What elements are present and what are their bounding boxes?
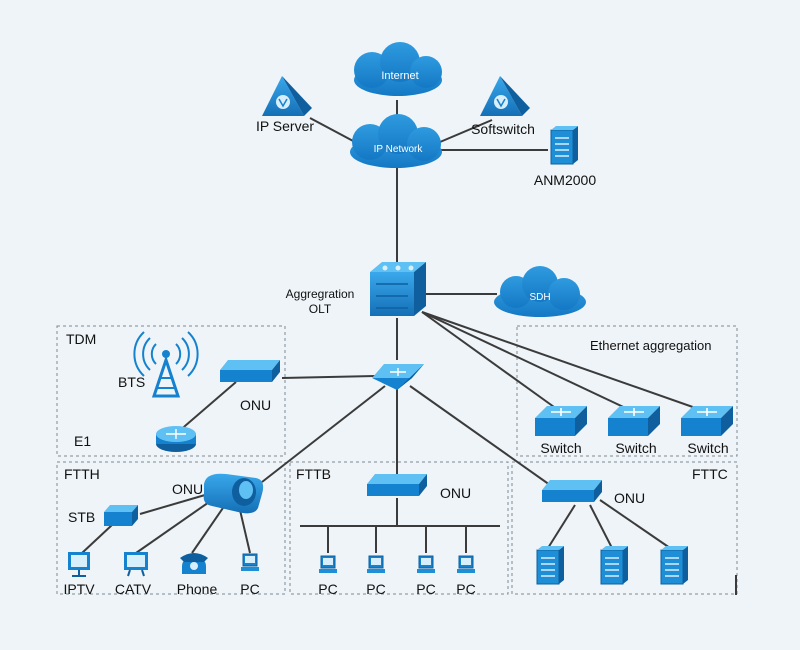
stb-icon bbox=[104, 505, 138, 526]
tdm-title: TDM bbox=[66, 331, 96, 347]
iptv-label: IPTV bbox=[63, 581, 95, 597]
tdm-onu-label: ONU bbox=[240, 397, 271, 413]
switch-icon bbox=[534, 405, 588, 437]
ethernet-region bbox=[516, 325, 738, 457]
server-icon bbox=[600, 545, 629, 585]
softswitch-label: Softswitch bbox=[471, 121, 535, 137]
switch-label: Switch bbox=[615, 440, 656, 456]
fttc-onu-icon bbox=[542, 480, 602, 502]
router-icon bbox=[156, 426, 196, 452]
fttc-region bbox=[511, 461, 738, 595]
ip-network-cloud: IP Network bbox=[350, 114, 442, 168]
iptv-icon bbox=[68, 552, 90, 577]
switch-icon bbox=[680, 405, 734, 437]
pc-label: PC bbox=[240, 581, 259, 597]
ip-server-device bbox=[262, 76, 312, 116]
tdm-region bbox=[56, 325, 286, 457]
fttc-title: FTTC bbox=[692, 466, 728, 482]
ip-network-label: IP Network bbox=[374, 144, 424, 155]
ftth-title: FTTH bbox=[64, 466, 100, 482]
stb-label: STB bbox=[68, 509, 95, 525]
ip-server-label: IP Server bbox=[256, 118, 314, 134]
ftth-onu-icon bbox=[203, 473, 264, 514]
anm2000-label: ANM2000 bbox=[534, 172, 596, 188]
ftth-onu-label: ONU bbox=[172, 481, 203, 497]
pc-label: PC bbox=[318, 581, 337, 597]
switch-label: Switch bbox=[540, 440, 581, 456]
bts-label: BTS bbox=[118, 374, 145, 390]
pc-icon bbox=[240, 553, 260, 572]
splitter-device bbox=[372, 364, 424, 390]
pc-label: PC bbox=[416, 581, 435, 597]
phone-icon bbox=[180, 553, 208, 574]
sdh-cloud: SDH bbox=[494, 266, 586, 317]
switch-label: Switch bbox=[687, 440, 728, 456]
internet-cloud: Internet bbox=[354, 42, 442, 96]
catv-icon bbox=[124, 552, 148, 577]
softswitch-device bbox=[480, 76, 530, 116]
fttb-onu-icon bbox=[367, 474, 427, 496]
fttb-onu-label: ONU bbox=[440, 485, 471, 501]
fttb-region bbox=[289, 461, 509, 595]
bts-tower-icon bbox=[133, 331, 199, 398]
aggregation-label: Aggregration bbox=[286, 287, 355, 301]
server-icon bbox=[536, 545, 565, 585]
aggregation-olt-device bbox=[370, 262, 426, 316]
phone-label: Phone bbox=[177, 581, 218, 597]
fttb-title: FTTB bbox=[296, 466, 331, 482]
ethernet-title: Ethernet aggregation bbox=[590, 338, 711, 353]
pc-label: PC bbox=[456, 581, 475, 597]
internet-label: Internet bbox=[381, 70, 418, 82]
fttc-onu-label: ONU bbox=[614, 490, 645, 506]
connection-lines bbox=[81, 100, 708, 554]
tdm-onu-icon bbox=[220, 360, 280, 382]
pc-icon bbox=[366, 555, 386, 574]
olt-label: OLT bbox=[309, 302, 332, 316]
server-icon bbox=[660, 545, 689, 585]
sdh-label: SDH bbox=[529, 292, 550, 303]
anm2000-server-icon bbox=[550, 125, 579, 165]
switch-icon bbox=[607, 405, 661, 437]
e1-label: E1 bbox=[74, 433, 91, 449]
catv-label: CATV bbox=[115, 581, 152, 597]
pc-icon bbox=[416, 555, 436, 574]
ftth-region bbox=[56, 461, 286, 595]
pc-icon bbox=[318, 555, 338, 574]
pc-icon bbox=[456, 555, 476, 574]
pc-label: PC bbox=[366, 581, 385, 597]
